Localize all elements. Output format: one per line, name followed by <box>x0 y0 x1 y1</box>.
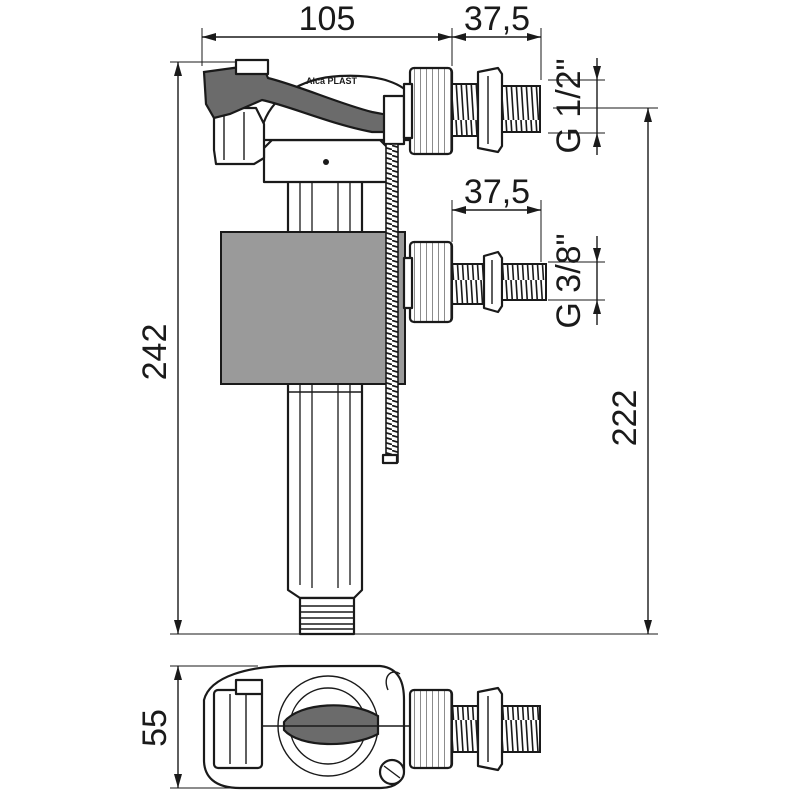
valve-spring-rod <box>381 94 406 465</box>
dimension-label-top-outlet: 37,5 <box>464 0 530 38</box>
dimension-mid-thread: G 3/8" <box>548 233 605 329</box>
dimension-top-thread: G 1/2" <box>548 58 605 155</box>
dimension-height-222: 222 <box>354 107 658 635</box>
mid-outlet-connector <box>402 240 547 324</box>
dimension-label-height: 242 <box>136 324 174 381</box>
dimension-label-mid-thread: G 3/8" <box>550 233 588 328</box>
dimension-label-inlet-height: 222 <box>606 390 644 447</box>
dimension-label-width: 105 <box>299 0 356 38</box>
dimension-top-outlet: 37,5 <box>452 0 542 80</box>
valve-plan-view <box>202 664 541 790</box>
dimension-label-mid-outlet: 37,5 <box>464 173 530 211</box>
brand-logo: Alca PLAST <box>306 76 358 86</box>
valve-float <box>220 231 406 385</box>
dimension-label-depth: 55 <box>136 709 174 747</box>
top-outlet-connector <box>402 66 541 156</box>
valve-bottom-inlet <box>298 596 356 636</box>
dimension-label-top-thread: G 1/2" <box>550 58 588 153</box>
valve-front-view: Alca PLAST <box>202 58 547 636</box>
dimension-width-105: 105 <box>201 0 453 66</box>
valve-lever <box>202 58 406 166</box>
dimension-mid-outlet: 37,5 <box>451 173 542 262</box>
